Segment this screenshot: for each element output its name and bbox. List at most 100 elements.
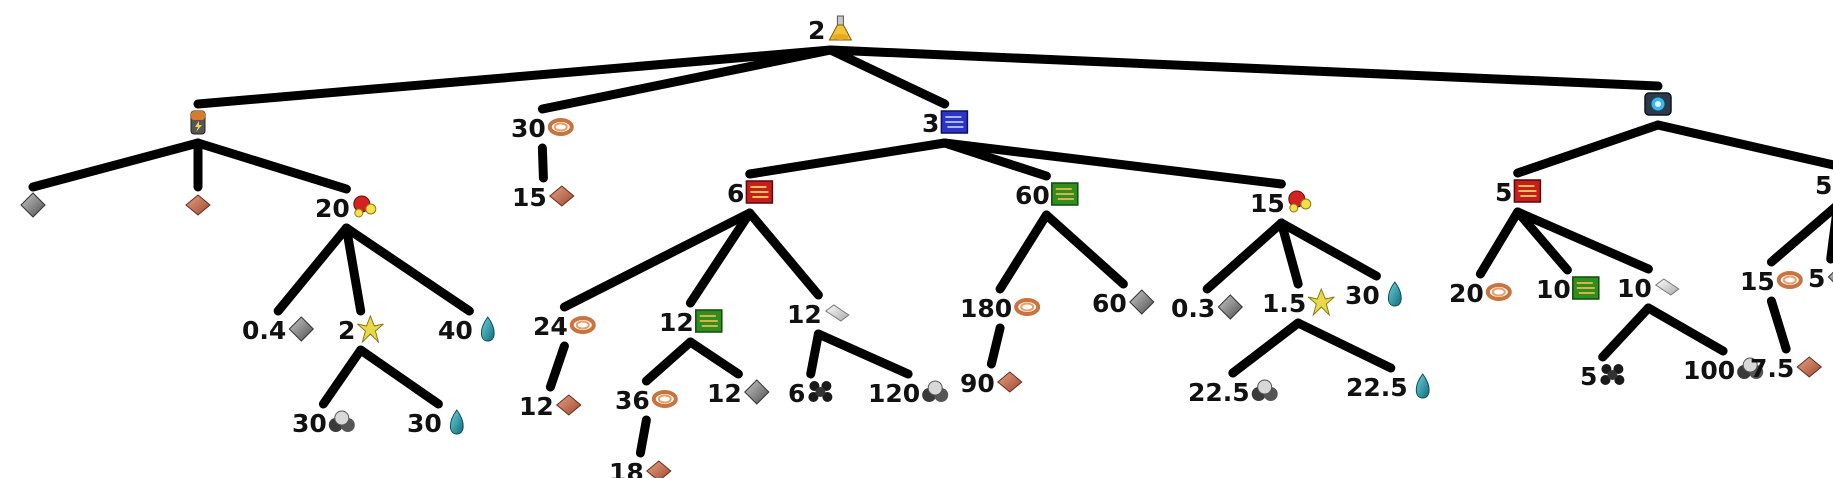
- connector-line: [685, 337, 743, 379]
- node-copper-cable[interactable]: 30: [511, 114, 574, 143]
- node-amount: 120: [868, 379, 920, 408]
- node-sulfur[interactable]: 1.5: [1262, 287, 1335, 318]
- node-water[interactable]: 30: [1345, 281, 1402, 310]
- node-water[interactable]: 22.5: [1346, 373, 1430, 402]
- sulfuric-acid-icon: [353, 195, 377, 218]
- node-amount: 1.5: [1262, 289, 1306, 318]
- node-amount: 60: [1092, 289, 1127, 318]
- node-amount: 0.3: [1171, 294, 1215, 323]
- node-petroleum-gas[interactable]: 120: [868, 379, 949, 408]
- copper-plate-icon: [185, 194, 211, 216]
- connector-line: [1766, 203, 1833, 267]
- node-advanced-circuit[interactable]: 5: [1495, 178, 1542, 207]
- connector-line: [1513, 207, 1653, 274]
- node-copper-plate[interactable]: 90: [960, 369, 1023, 398]
- node-amount: 30: [1345, 281, 1380, 310]
- node-amount: 10: [1536, 275, 1571, 304]
- coal-icon: [808, 381, 833, 402]
- node-amount: 180: [960, 294, 1012, 323]
- node-amount: 5: [1815, 171, 1832, 200]
- node-amount: 3: [922, 109, 939, 138]
- node-petroleum-gas[interactable]: 22.5: [1188, 378, 1278, 407]
- node-petroleum-gas[interactable]: 30: [292, 409, 355, 438]
- node-copper-cable[interactable]: 15: [1740, 267, 1803, 296]
- science-pack-flask-icon: [828, 15, 853, 41]
- node-amount: 12: [787, 300, 822, 329]
- connector-line: [641, 337, 695, 386]
- node-amount: 30: [511, 114, 546, 143]
- connector-line: [1643, 303, 1728, 356]
- speed-module-icon: [1644, 92, 1672, 116]
- node-amount: 15: [1250, 189, 1285, 218]
- node-water[interactable]: 30: [407, 409, 464, 438]
- connector-line: [341, 223, 366, 316]
- node-iron-plate[interactable]: 0.4: [242, 316, 315, 345]
- node-amount: 22.5: [1188, 378, 1250, 407]
- water-drop-icon: [480, 316, 495, 342]
- node-copper-cable[interactable]: 180: [960, 294, 1041, 323]
- node-battery[interactable]: [190, 110, 206, 135]
- node-copper-plate[interactable]: 15: [512, 183, 575, 212]
- node-petroleum-gas[interactable]: 100: [1683, 356, 1764, 385]
- node-water[interactable]: 40: [438, 316, 495, 345]
- connector-line: [745, 208, 823, 300]
- connector-line: [813, 329, 913, 379]
- advanced-circuit-icon: [1513, 179, 1542, 203]
- connector-line: [1276, 218, 1303, 289]
- node-coal[interactable]: 5: [1580, 362, 1625, 391]
- node-electronic-circuit[interactable]: 5: [1815, 171, 1833, 200]
- node-root[interactable]: 2: [808, 15, 853, 45]
- node-amount: 60: [1015, 181, 1050, 210]
- node-processing-unit[interactable]: 3: [922, 109, 969, 138]
- node-coal[interactable]: 6: [788, 379, 833, 408]
- connector-line: [193, 138, 351, 194]
- iron-plate-icon: [1217, 294, 1244, 320]
- iron-plate-icon: [20, 192, 46, 218]
- water-drop-icon: [1387, 281, 1402, 307]
- electronic-circuit-icon: [1572, 276, 1600, 300]
- node-copper-plate[interactable]: 7.5: [1750, 354, 1823, 383]
- iron-plate-icon: [1129, 289, 1155, 315]
- node-amount: 5: [1580, 362, 1597, 391]
- node-amount: 100: [1683, 356, 1735, 385]
- sulfuric-acid-icon: [1288, 190, 1312, 213]
- copper-plate-icon: [646, 460, 672, 478]
- node-copper-cable[interactable]: 24: [533, 312, 596, 341]
- node-iron-plate[interactable]: [20, 192, 46, 218]
- connector-line: [537, 45, 836, 114]
- node-amount: 30: [292, 409, 327, 438]
- node-electronic-circuit[interactable]: 60: [1015, 181, 1079, 210]
- node-iron-plate[interactable]: 0.3: [1171, 294, 1244, 323]
- node-copper-plate[interactable]: 18: [609, 458, 672, 478]
- electronic-circuit-icon: [695, 309, 723, 333]
- connector-line: [826, 45, 950, 109]
- node-electronic-circuit[interactable]: 10: [1536, 275, 1600, 304]
- node-iron-plate[interactable]: 60: [1092, 289, 1155, 318]
- node-plastic-bar[interactable]: 10: [1617, 274, 1680, 303]
- node-advanced-circuit[interactable]: 6: [727, 179, 774, 208]
- copper-cable-icon: [569, 316, 596, 334]
- node-plastic-bar[interactable]: 12: [787, 300, 850, 329]
- node-speed-module[interactable]: [1644, 92, 1672, 116]
- node-amount: 12: [659, 308, 694, 337]
- connector-line: [1041, 210, 1128, 289]
- node-iron-plate[interactable]: 12: [707, 379, 770, 408]
- node-copper-plate[interactable]: 12: [519, 392, 582, 421]
- copper-plate-icon: [549, 185, 575, 207]
- node-amount: 12: [519, 392, 554, 421]
- node-copper-plate[interactable]: [185, 194, 211, 216]
- node-sulfur[interactable]: 2: [338, 314, 384, 345]
- connector-line: [1598, 303, 1653, 362]
- node-electronic-circuit[interactable]: 12: [659, 308, 723, 337]
- node-copper-cable[interactable]: 36: [615, 386, 678, 415]
- node-sulfuric-acid[interactable]: 15: [1250, 189, 1312, 218]
- sulfur-icon: [357, 314, 384, 344]
- node-sulfuric-acid[interactable]: 20: [315, 194, 377, 223]
- connector-line: [1228, 318, 1303, 378]
- node-amount: 20: [315, 194, 350, 223]
- node-iron-plate[interactable]: 5: [1808, 264, 1833, 293]
- node-copper-cable[interactable]: 20: [1449, 279, 1512, 308]
- connector-line: [745, 138, 950, 179]
- processing-unit-icon: [940, 110, 969, 134]
